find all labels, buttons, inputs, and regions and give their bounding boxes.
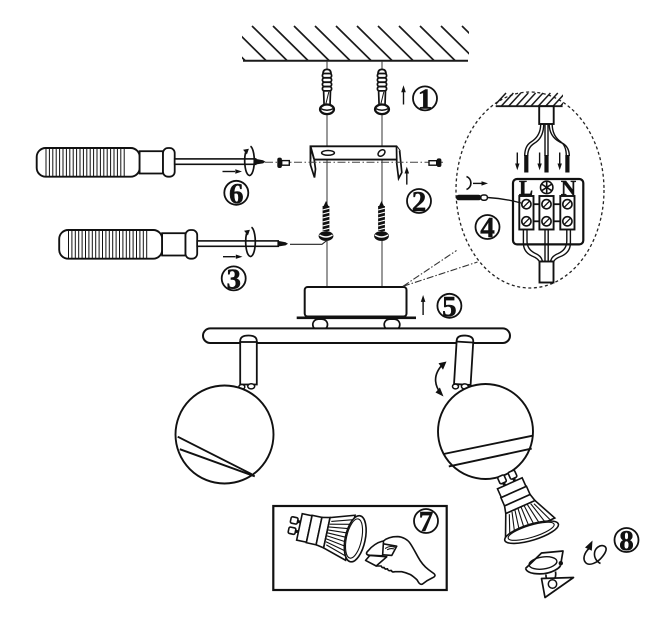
- svg-text:3: 3: [226, 263, 241, 295]
- svg-text:6: 6: [229, 178, 244, 210]
- svg-text:8: 8: [619, 525, 634, 557]
- svg-text:7: 7: [419, 506, 434, 538]
- svg-text:N: N: [561, 176, 576, 200]
- svg-text:4: 4: [480, 212, 495, 244]
- svg-text:1: 1: [418, 83, 433, 115]
- svg-text:2: 2: [412, 186, 427, 218]
- svg-text:L: L: [519, 176, 533, 200]
- svg-text:5: 5: [442, 291, 457, 323]
